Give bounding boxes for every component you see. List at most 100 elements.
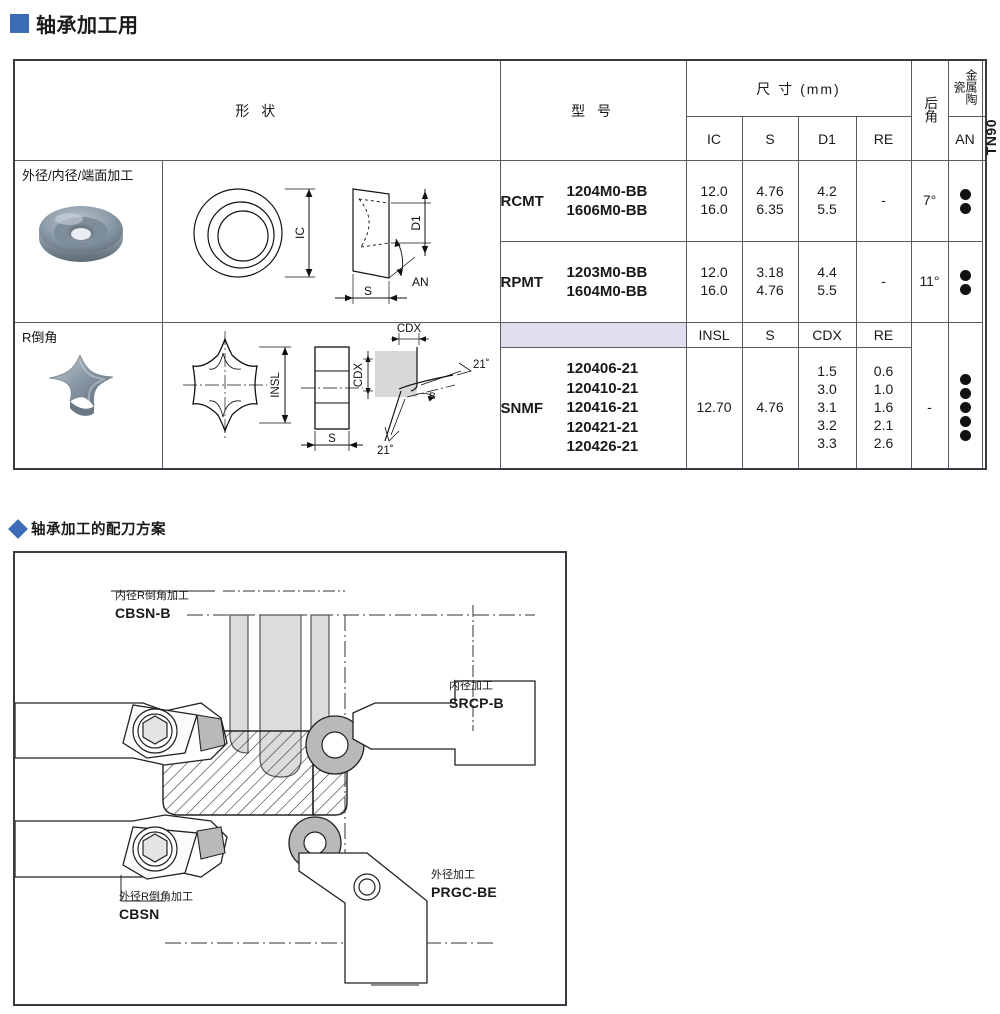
drawing-label-ic: IC	[293, 227, 307, 239]
shape-drawing-cell-round: IC D1 AN S	[161, 160, 501, 323]
subheader-col-grade-empty	[947, 321, 983, 348]
diagram-label-prgc-be: 外径加工 PRGC-BE	[431, 868, 497, 902]
drawing-label-s2: S	[328, 433, 336, 445]
diagram-code: CBSN-B	[115, 604, 171, 621]
model-cell-snmf-spacer	[499, 321, 687, 349]
header-col-ic: IC	[685, 116, 743, 161]
cell-re-rcmt: -	[855, 160, 912, 242]
shape-photo-cell-star: R倒角	[13, 322, 163, 470]
drawing-label-insl: INSL	[270, 372, 282, 398]
grade-dot	[959, 402, 971, 414]
model-cell-rpmt: RPMT 1203M0-BB 1604M0-BB	[499, 241, 687, 323]
cell-s-rcmt: 4.76 6.35	[741, 160, 799, 242]
model-number: 1204M0-BB	[566, 182, 648, 200]
model-prefix-snmf: SNMF	[500, 399, 544, 417]
diagram-caption: 内径加工	[449, 680, 493, 692]
diagram-label-cbsn: 外径R倒角加工 CBSN	[119, 890, 193, 924]
subheader-col-cdx: CDX	[797, 321, 857, 349]
cell-an-snmf: -	[910, 347, 949, 470]
subsection-heading-text: 轴承加工的配刀方案	[31, 522, 166, 538]
header-material-text: 金属陶瓷	[952, 69, 979, 105]
drawing-label-angle-top: 21˚	[473, 359, 490, 371]
cell-grade-dots-rcmt	[947, 160, 983, 242]
table-row: SNMF 120406-21 120410-21 120416-21 12042…	[14, 347, 986, 470]
subheader-col-an-empty	[910, 321, 949, 348]
model-prefix-rpmt: RPMT	[500, 273, 544, 291]
cell-s-rpmt: 3.18 4.76	[741, 241, 799, 323]
subheader-col-insl: INSL	[685, 321, 743, 349]
model-number: 1203M0-BB	[566, 263, 648, 281]
cell-an-rcmt: 7°	[910, 160, 949, 242]
grade-dot	[959, 388, 971, 400]
cell-re-rpmt: -	[855, 241, 912, 323]
grade-dot	[959, 374, 971, 386]
specification-table: 形 状 型 号 尺 寸 (mm) 后角 金属陶瓷 IC S D1 RE AN T…	[13, 59, 999, 470]
model-cell-rcmt: RCMT 1204M0-BB 1606M0-BB	[499, 160, 687, 242]
cell-ic-rpmt: 12.0 16.0	[685, 241, 743, 323]
model-number: 120421-21	[566, 418, 639, 436]
diagram-code: SRCP-B	[449, 694, 504, 711]
drawing-label-r: R	[429, 391, 436, 401]
round-insert-photo	[39, 206, 123, 262]
model-number: 120426-21	[566, 438, 639, 456]
application-label-1: 外径/内径/端面加工	[22, 168, 134, 183]
header-col-re: RE	[855, 116, 912, 161]
star-insert-photo	[48, 353, 114, 416]
cell-cdx-snmf: 1.5 3.0 3.1 3.2 3.3	[797, 347, 857, 470]
model-cell-snmf: SNMF 120406-21 120410-21 120416-21 12042…	[499, 347, 687, 470]
grade-dot	[959, 283, 971, 295]
application-label-2: R倒角	[22, 330, 58, 345]
header-col-an: AN	[947, 116, 983, 161]
model-number: 1604M0-BB	[566, 283, 648, 300]
subsection-heading: 轴承加工的配刀方案	[8, 518, 166, 539]
cell-an-rpmt: 11°	[910, 241, 949, 323]
machining-setup-diagram: 内径R倒角加工 CBSN-B 内径加工 SRCP-B 外径R倒角加工 CBSN …	[13, 551, 567, 1006]
drawing-label-an: AN	[412, 275, 429, 289]
subheader-col-re: RE	[855, 321, 912, 349]
section-heading-bearing: 轴承加工用	[10, 9, 139, 38]
cell-insl-snmf: 12.70	[685, 347, 743, 470]
grade-dot	[959, 416, 971, 428]
model-numbers-rcmt: 1204M0-BB 1606M0-BB	[567, 182, 648, 221]
model-numbers-snmf: 120406-21 120410-21 120416-21 120421-21 …	[567, 359, 639, 457]
header-model: 型 号	[499, 59, 687, 161]
round-insert-technical-drawing: IC D1 AN S	[192, 188, 431, 304]
cell-grade-dots-snmf	[947, 347, 983, 470]
model-number: 120410-21	[566, 379, 639, 397]
drawing-label-d1: D1	[409, 215, 423, 231]
header-shape: 形 状	[13, 59, 501, 161]
shape-drawing-cell-star: INSL S CDX CDX 21˚ 21˚ R	[161, 322, 501, 470]
bearing-machining-cross-section	[15, 590, 536, 986]
drawing-label-cdx-top: CDX	[396, 323, 421, 335]
model-numbers-rpmt: 1203M0-BB 1604M0-BB	[567, 263, 648, 302]
cell-s-snmf: 4.76	[741, 347, 799, 470]
header-material: 金属陶瓷	[947, 59, 983, 117]
diagram-caption: 外径R倒角加工	[119, 891, 193, 903]
model-number: 120406-21	[566, 360, 639, 378]
drawing-label-s: S	[363, 284, 371, 298]
star-insert-technical-drawing: INSL S CDX CDX 21˚ 21˚ R	[182, 323, 490, 457]
drawing-label-cdx-left: CDX	[353, 363, 365, 388]
diagram-code: CBSN	[119, 905, 160, 922]
model-number: 120416-21	[566, 399, 639, 417]
header-col-s: S	[741, 116, 799, 161]
diagram-code: PRGC-BE	[431, 883, 497, 900]
grade-dot	[959, 269, 971, 281]
diagram-label-srcp-b: 内径加工 SRCP-B	[449, 679, 504, 713]
diagram-label-cbsn-b: 内径R倒角加工 CBSN-B	[115, 589, 189, 623]
table-row: 外径/内径/端面加工	[13, 160, 986, 323]
header-dimension-group: 尺 寸 (mm)	[685, 59, 912, 117]
header-clearance-angle: 后角	[910, 59, 949, 161]
header-grade-tn90: TN90	[981, 116, 999, 161]
diagram-caption: 外径加工	[431, 869, 475, 881]
grade-dot	[959, 430, 971, 442]
table-header-row-1: 形 状 型 号 尺 寸 (mm) 后角 金属陶瓷	[13, 59, 986, 161]
cell-d1-rpmt: 4.4 5.5	[797, 241, 857, 323]
grade-dot	[959, 188, 971, 200]
table-subheader-row: R倒角	[13, 321, 986, 470]
shape-photo-cell-round: 外径/内径/端面加工	[13, 160, 163, 323]
blue-diamond-bullet-icon	[8, 518, 28, 539]
header-col-d1: D1	[797, 116, 857, 161]
cell-ic-rcmt: 12.0 16.0	[685, 160, 743, 242]
